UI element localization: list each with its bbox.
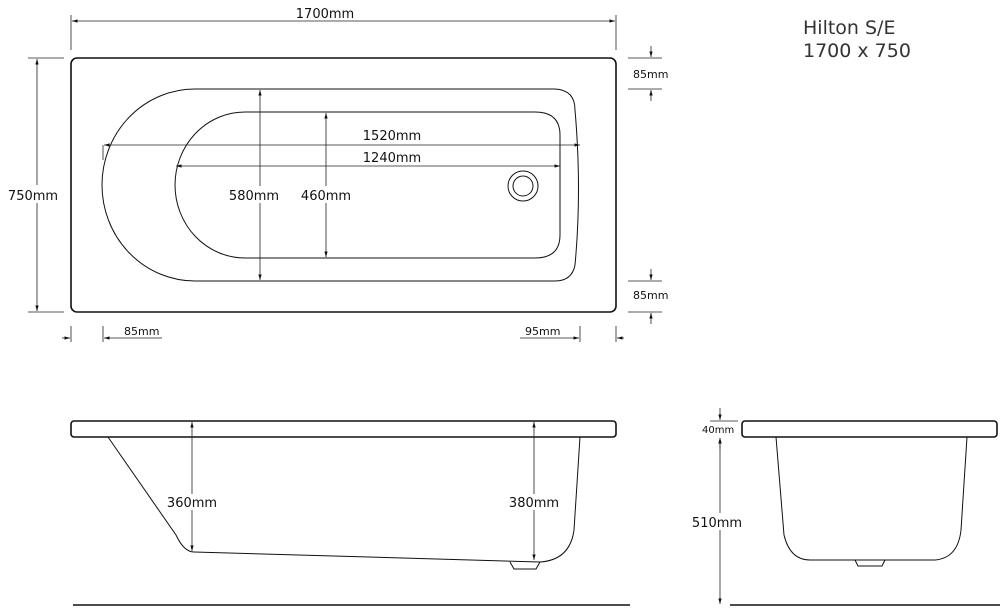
- side-view: 360mm 380mm: [70, 420, 630, 606]
- side-rim: [70, 420, 617, 438]
- side-foot: [509, 561, 541, 570]
- depth-left-label: 360mm: [167, 496, 217, 511]
- rim-top-label: 85mm: [633, 68, 668, 81]
- bath-outline: [70, 57, 617, 313]
- rim-thickness-label: 40mm: [702, 425, 734, 436]
- inner-basin-width-label: 460mm: [301, 189, 351, 204]
- side-body: [107, 436, 581, 563]
- end-body: [775, 436, 968, 561]
- end-view: 40mm 510mm: [690, 408, 1000, 606]
- drain-inner: [512, 175, 534, 197]
- rim-bottom-label: 85mm: [633, 289, 668, 302]
- outer-basin: [101, 88, 579, 282]
- outer-basin-length-label: 1520mm: [363, 129, 421, 144]
- length-label: 1700mm: [296, 7, 354, 22]
- inner-basin-length-label: 1240mm: [363, 151, 421, 166]
- model-size: 1700 x 750: [803, 40, 911, 62]
- end-foot: [854, 559, 886, 567]
- model-name: Hilton S/E: [803, 17, 895, 39]
- rim-right-label: 95mm: [525, 325, 560, 338]
- height-label: 510mm: [692, 516, 742, 531]
- end-rim: [741, 420, 998, 438]
- inner-basin: [174, 111, 561, 259]
- width-label: 750mm: [8, 189, 58, 204]
- depth-right-label: 380mm: [509, 496, 559, 511]
- drain-outer: [507, 170, 539, 202]
- rim-left-label: 85mm: [124, 325, 159, 338]
- outer-basin-width-label: 580mm: [229, 189, 279, 204]
- plan-view: 1700mm 750mm 1520mm 1240mm 580mm 460mm 8…: [2, 7, 668, 342]
